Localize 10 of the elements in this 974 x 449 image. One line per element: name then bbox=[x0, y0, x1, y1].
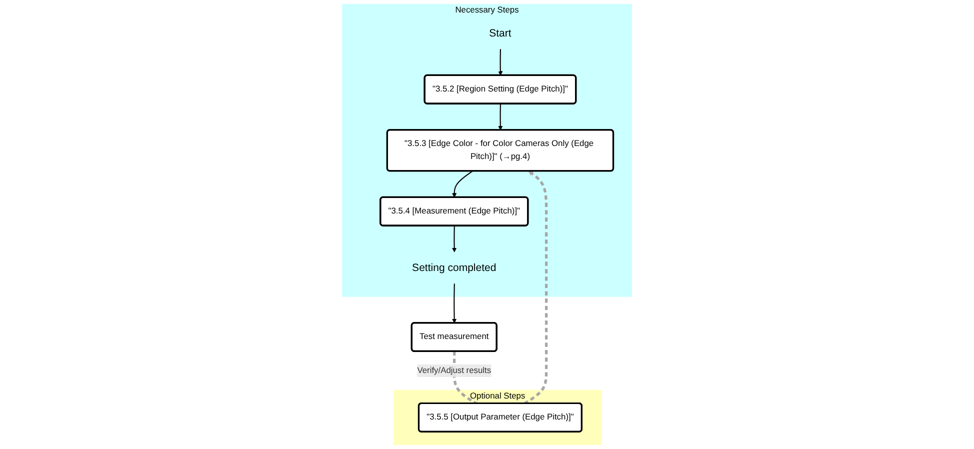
connector bbox=[452, 351, 478, 405]
node-text: Setting completed bbox=[412, 262, 496, 274]
arrow bbox=[452, 226, 457, 252]
node-text: Start bbox=[489, 27, 512, 39]
arrow bbox=[524, 170, 548, 405]
arrow bbox=[452, 170, 473, 198]
arrow bbox=[452, 284, 457, 324]
arrow bbox=[498, 104, 503, 130]
edge-label: Verify/Adjust results bbox=[417, 366, 492, 375]
arrow bbox=[498, 49, 503, 76]
